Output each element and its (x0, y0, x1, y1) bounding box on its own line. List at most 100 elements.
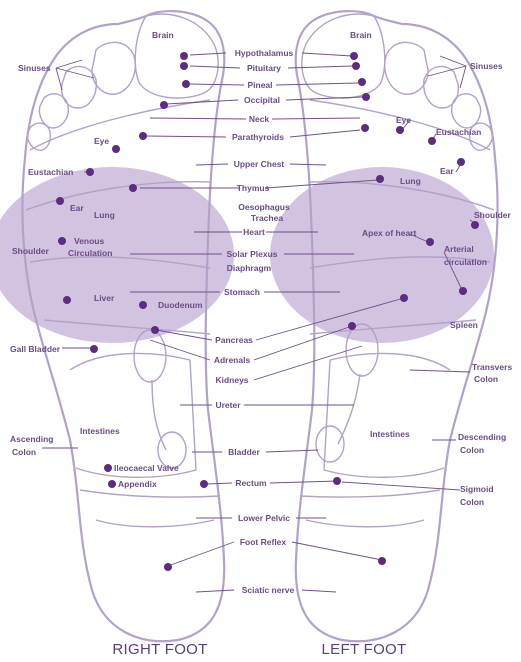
left-foot-toe-2 (385, 42, 428, 94)
label-heart: Heart (243, 227, 265, 237)
label-descending-line2: Colon (460, 445, 484, 455)
right-foot-ureter (152, 380, 166, 450)
label-brain-left: Brain (350, 30, 372, 40)
left-foot-pelvic-line (300, 490, 440, 497)
label-sinuses-left: Sinuses (470, 61, 503, 71)
reflex-point (396, 126, 404, 134)
reflex-point (352, 62, 360, 70)
left-foot-toe-line (310, 100, 490, 150)
reflex-point (86, 168, 94, 176)
reflex-point (129, 184, 137, 192)
reflex-point (164, 563, 172, 571)
reflex-point (112, 145, 120, 153)
label-foot-reflex: Foot Reflex (240, 537, 287, 547)
caption-left-foot: LEFT FOOT (322, 641, 407, 658)
label-trachea: Trachea (251, 213, 283, 223)
label-bladder: Bladder (228, 447, 260, 457)
label-ascending-line1: Ascending (10, 434, 53, 444)
label-adrenals: Adrenals (214, 355, 251, 365)
reflex-point (200, 480, 208, 488)
label-eye-right: Eye (94, 136, 109, 146)
reflex-point (333, 477, 341, 485)
reflex-point (180, 52, 188, 60)
reflex-point (350, 52, 358, 60)
reflex-point (362, 93, 370, 101)
label-sciatic-nerve: Sciatic nerve (242, 585, 295, 595)
label-stomach: Stomach (224, 287, 260, 297)
left-foot-colon (324, 353, 450, 477)
label-ear-left: Ear (440, 166, 454, 176)
label-rectum: Rectum (235, 478, 267, 488)
label-shoulder-left: Shoulder (474, 210, 512, 220)
label-ear-right: Ear (70, 203, 84, 213)
left-foot-big-toe (302, 14, 385, 98)
right-foot-toe-2 (92, 42, 135, 94)
reflex-point (376, 175, 384, 183)
label-lower-pelvic: Lower Pelvic (238, 513, 290, 523)
label-spleen: Spleen (450, 320, 478, 330)
reflex-point (182, 80, 190, 88)
label-eustachian-left: Eustachian (436, 127, 481, 137)
right-foot-arch-line (96, 520, 214, 527)
reflex-point (139, 301, 147, 309)
label-pancreas: Pancreas (215, 335, 253, 345)
label-eustachian-right: Eustachian (28, 167, 73, 177)
left-foot-bladder (316, 426, 344, 462)
right-foot-pelvic-line (80, 490, 220, 497)
label-neck: Neck (249, 114, 270, 124)
reflex-point (471, 221, 479, 229)
reflex-point (151, 326, 159, 334)
reflex-point (378, 557, 386, 565)
reflex-point (108, 480, 116, 488)
reflex-point (180, 62, 188, 70)
reflex-point (90, 345, 98, 353)
label-ureter: Ureter (215, 400, 241, 410)
label-liver: Liver (94, 293, 115, 303)
reflex-point (457, 158, 465, 166)
label-transverse-line1: Transvers (472, 362, 512, 372)
reflex-point (56, 197, 64, 205)
label-eye-left: Eye (396, 115, 411, 125)
reflex-point (400, 294, 408, 302)
reflex-point (348, 322, 356, 330)
label-apex-of-heart: Apex of heart (362, 228, 416, 238)
right-foot-toe-line (30, 100, 210, 150)
label-sinuses-right: Sinuses (18, 63, 51, 73)
label-transverse-line2: Colon (474, 374, 498, 384)
left-foot-chest-zone (270, 167, 494, 343)
label-venous-line1: Venous (74, 236, 105, 246)
label-duodenum: Duodenum (158, 300, 203, 310)
reflex-point (361, 124, 369, 132)
label-sigmoid-line1: Sigmoid (460, 484, 494, 494)
reflex-point (139, 132, 147, 140)
right-foot-colon (70, 353, 196, 477)
label-shoulder-right: Shoulder (12, 246, 50, 256)
label-ascending-line2: Colon (12, 447, 36, 457)
label-pineal: Pineal (247, 80, 272, 90)
right-foot-big-toe (135, 14, 218, 98)
label-kidneys: Kidneys (215, 375, 248, 385)
label-pituitary: Pituitary (247, 63, 281, 73)
label-arterial-line1: Arterial (444, 244, 474, 254)
label-sigmoid-line2: Colon (460, 497, 484, 507)
label-arterial-line2: circulation (444, 257, 487, 267)
reflex-point (428, 137, 436, 145)
reflex-point (426, 238, 434, 246)
reflex-point (63, 296, 71, 304)
label-solar-plexus: Solar Plexus (226, 249, 277, 259)
right-foot-toe-5 (27, 123, 50, 150)
label-lung-left: Lung (400, 176, 421, 186)
reflex-point (58, 237, 66, 245)
reflex-point (358, 78, 366, 86)
label-oesophagus: Oesophagus (238, 202, 290, 212)
caption-right-foot: RIGHT FOOT (112, 641, 207, 658)
label-occipital: Occipital (244, 95, 280, 105)
label-brain-right: Brain (152, 30, 174, 40)
label-hypothalamus: Hypothalamus (235, 48, 294, 58)
reflex-point (160, 101, 168, 109)
label-gall-bladder: Gall Bladder (10, 344, 61, 354)
label-thymus: Thymus (237, 183, 270, 193)
reflex-point (459, 287, 467, 295)
